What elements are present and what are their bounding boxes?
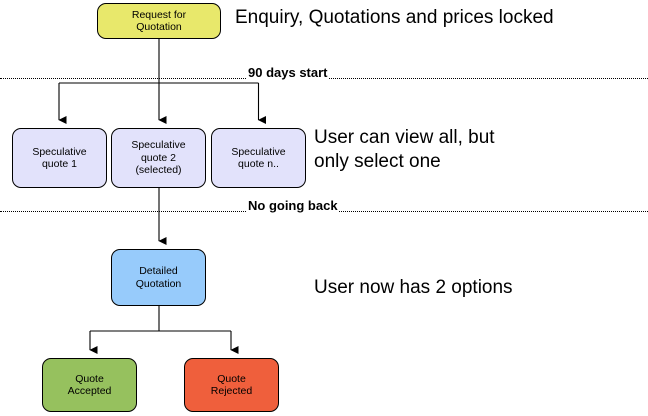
annotation-view-all-select-one: User can view all, but only select one	[314, 127, 495, 173]
node-detailed-quotation[interactable]: Detailed Quotation	[111, 249, 206, 306]
node-quote-rejected[interactable]: Quote Rejected	[184, 358, 279, 412]
node-label: Request for Quotation	[131, 8, 187, 33]
node-label: Quote Rejected	[210, 372, 253, 397]
node-quote-accepted[interactable]: Quote Accepted	[42, 358, 137, 412]
annotation-enquiry-locked: Enquiry, Quotations and prices locked	[235, 7, 554, 28]
node-label: Detailed Quotation	[135, 265, 182, 290]
divider-label-90-days: 90 days start	[247, 65, 329, 80]
node-request-for-quotation[interactable]: Request for Quotation	[97, 3, 221, 39]
node-label: Quote Accepted	[67, 372, 112, 397]
node-label: Speculative quote 1	[32, 145, 87, 170]
node-label: Speculative quote 2 (selected)	[131, 139, 186, 177]
annotation-two-options: User now has 2 options	[314, 277, 513, 298]
divider-label-no-going-back: No going back	[247, 198, 339, 213]
node-speculative-quote-2-selected[interactable]: Speculative quote 2 (selected)	[111, 128, 206, 188]
node-label: Speculative quote n..	[231, 145, 286, 170]
node-speculative-quote-1[interactable]: Speculative quote 1	[12, 128, 107, 188]
node-speculative-quote-n[interactable]: Speculative quote n..	[211, 128, 306, 188]
